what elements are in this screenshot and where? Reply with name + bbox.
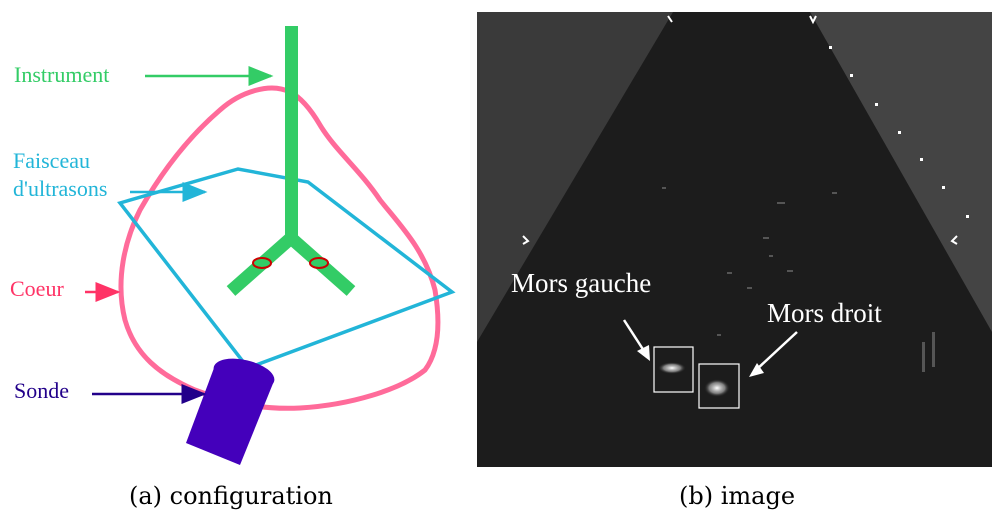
heart-label: Coeur (10, 276, 64, 301)
right-jaw-arrowhead (749, 363, 764, 377)
left-jaw-arrowhead (637, 345, 650, 361)
speckle-noise (662, 187, 935, 372)
configuration-panel: Instrument Faisceau d'ultrasons Coeur So… (0, 0, 470, 470)
jaw-marker-left (252, 257, 272, 269)
beam-label-line2: d'ultrasons (13, 176, 108, 201)
right-jaw-label: Mors droit (767, 298, 882, 328)
instrument-label: Instrument (14, 62, 110, 87)
left-jaw-box (653, 346, 694, 393)
right-jaw-box (698, 363, 740, 409)
right-jaw-arrow (755, 331, 798, 371)
caption-image: (b) image (679, 482, 796, 510)
probe-label: Sonde (14, 378, 69, 403)
jaw-marker-right (309, 257, 329, 269)
right-jaw-echo (704, 379, 730, 397)
instrument-shaft (285, 26, 298, 240)
tick-marks (522, 15, 958, 245)
depth-markers (829, 46, 969, 218)
left-jaw-label: Mors gauche (511, 268, 652, 298)
instrument-jaw-right (286, 233, 356, 296)
ultrasound-scan (477, 12, 992, 467)
instrument-jaw-left (226, 233, 296, 296)
probe (186, 358, 275, 465)
heart-outline (118, 85, 441, 411)
ultrasound-image: Mors gauche Mors droit (477, 12, 992, 467)
beam-label-line1: Faisceau (13, 148, 90, 173)
ultrasound-sector (477, 12, 992, 467)
ultrasound-beam (117, 167, 456, 371)
left-jaw-echo (658, 362, 686, 374)
caption-configuration: (a) configuration (129, 482, 333, 510)
configuration-diagram (85, 26, 456, 465)
